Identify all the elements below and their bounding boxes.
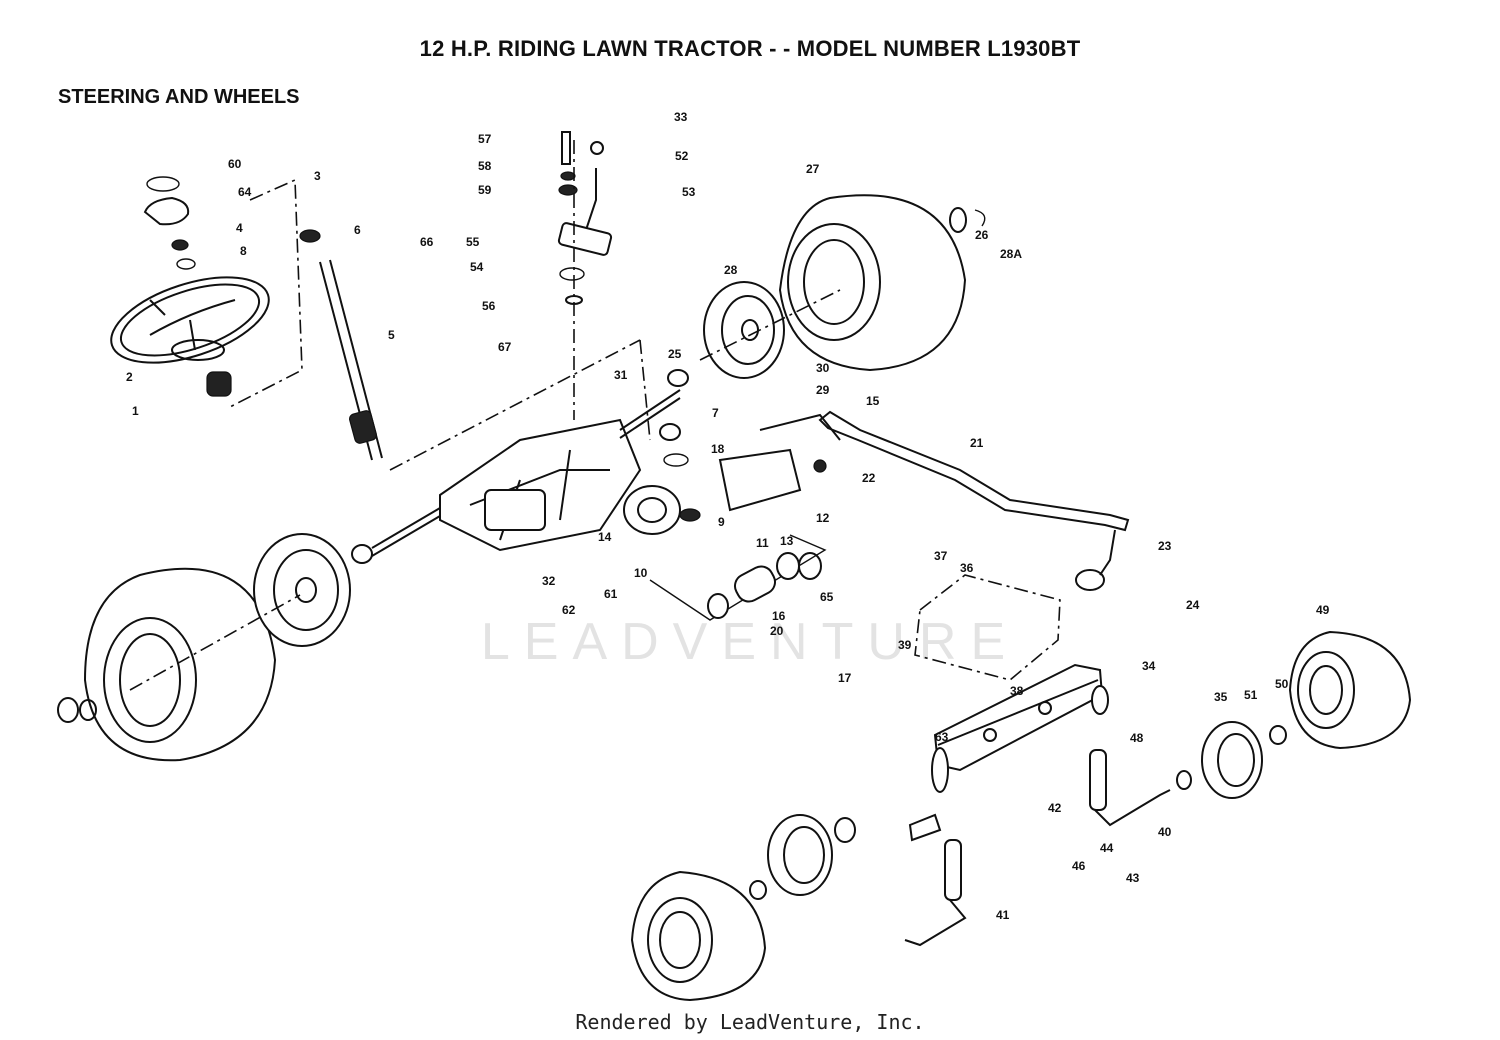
hub-cap-right — [949, 207, 986, 233]
callout-62: 62 — [562, 603, 576, 617]
hub-cap-left — [57, 697, 97, 723]
callout-37: 37 — [934, 549, 948, 563]
callout-7: 7 — [712, 406, 719, 420]
callout-27: 27 — [806, 162, 820, 176]
callout-16: 16 — [772, 609, 786, 623]
callout-10: 10 — [634, 566, 648, 580]
callout-14: 14 — [598, 530, 612, 544]
callout-51: 51 — [1244, 688, 1258, 702]
spindle-right — [1089, 749, 1171, 827]
callout-58: 58 — [478, 159, 492, 173]
callout-49: 49 — [1316, 603, 1330, 617]
callout-9: 9 — [718, 515, 725, 529]
page-title: 12 H.P. RIDING LAWN TRACTOR - - MODEL NU… — [419, 36, 1081, 61]
section-title: STEERING AND WHEELS — [58, 86, 300, 108]
transaxle — [371, 389, 681, 557]
callout-28: 28 — [724, 263, 738, 277]
callout-24: 24 — [1186, 598, 1200, 612]
callout-22: 22 — [862, 471, 876, 485]
callout-61: 61 — [604, 587, 618, 601]
callout-41: 41 — [996, 908, 1010, 922]
callout-48: 48 — [1130, 731, 1144, 745]
callout-35: 35 — [1214, 690, 1228, 704]
callout-55: 55 — [466, 235, 480, 249]
rear-tire-left — [83, 567, 277, 762]
callout-64: 64 — [238, 185, 252, 199]
callout-23: 23 — [1158, 539, 1172, 553]
spindle-left — [904, 813, 967, 947]
front-axle — [931, 663, 1109, 793]
callout-38: 38 — [1010, 684, 1024, 698]
callout-5: 5 — [388, 328, 395, 342]
footer-credit: Rendered by LeadVenture, Inc. — [575, 1010, 925, 1034]
callout-26: 26 — [975, 228, 989, 242]
front-tire-left — [630, 870, 767, 1002]
rear-rim-right — [699, 281, 841, 379]
watermark: LEADVENTURE — [480, 613, 1020, 671]
callout-layer: 606448366652157585933525355545667272628A… — [126, 110, 1330, 922]
steering-arm — [1075, 529, 1116, 591]
callout-52: 52 — [675, 149, 689, 163]
callout-2: 2 — [126, 370, 133, 384]
callout-11: 11 — [756, 536, 769, 550]
axle-spacer-left — [351, 544, 373, 564]
bushing-set — [707, 552, 822, 619]
callout-50: 50 — [1275, 677, 1289, 691]
callout-39: 39 — [898, 638, 912, 652]
callout-53: 53 — [682, 185, 696, 199]
shift-lever-group — [557, 131, 613, 305]
callout-57: 57 — [478, 132, 492, 146]
callout-46: 46 — [1072, 859, 1086, 873]
callout-63: 63 — [935, 730, 949, 744]
front-rim-left — [749, 814, 856, 900]
callout-17: 17 — [838, 671, 852, 685]
steering-leader-dash — [227, 178, 303, 409]
callout-32: 32 — [542, 574, 556, 588]
callout-6: 6 — [354, 223, 361, 237]
drag-link — [759, 410, 1130, 532]
callout-4: 4 — [236, 221, 243, 235]
battery-outline-dash — [914, 574, 1061, 681]
callout-43: 43 — [1126, 871, 1140, 885]
transaxle-leader-dash — [389, 339, 651, 471]
steering-gear — [206, 371, 232, 397]
callout-25: 25 — [668, 347, 682, 361]
callout-33: 33 — [674, 110, 688, 124]
callout-3: 3 — [314, 169, 321, 183]
steering-wheel — [110, 276, 270, 364]
callout-1: 1 — [132, 404, 139, 418]
callout-67: 67 — [498, 340, 512, 354]
callout-65: 65 — [820, 590, 834, 604]
callout-54: 54 — [470, 260, 484, 274]
callout-21: 21 — [970, 436, 984, 450]
callout-34: 34 — [1142, 659, 1156, 673]
axle-spacer — [667, 369, 689, 387]
callout-31: 31 — [614, 368, 628, 382]
callout-66: 66 — [420, 235, 434, 249]
callout-12: 12 — [816, 511, 830, 525]
callout-40: 40 — [1158, 825, 1172, 839]
callout-30: 30 — [816, 361, 830, 375]
callout-13: 13 — [780, 534, 794, 548]
callout-15: 15 — [866, 394, 880, 408]
callout-60: 60 — [228, 157, 242, 171]
callout-28a: 28A — [1000, 247, 1022, 261]
steering-cap — [143, 176, 196, 270]
front-rim-right — [1176, 721, 1287, 799]
callout-36: 36 — [960, 561, 974, 575]
front-tire-right — [1288, 630, 1412, 750]
callout-42: 42 — [1048, 801, 1062, 815]
callout-18: 18 — [711, 442, 725, 456]
callout-44: 44 — [1100, 841, 1114, 855]
brake-bracket — [623, 423, 802, 535]
callout-8: 8 — [240, 244, 247, 258]
rear-tire-right — [778, 194, 967, 372]
callout-29: 29 — [816, 383, 830, 397]
callout-20: 20 — [770, 624, 784, 638]
callout-56: 56 — [482, 299, 496, 313]
steering-shaft — [299, 229, 383, 461]
rear-rim-left — [129, 533, 351, 691]
callout-59: 59 — [478, 183, 492, 197]
